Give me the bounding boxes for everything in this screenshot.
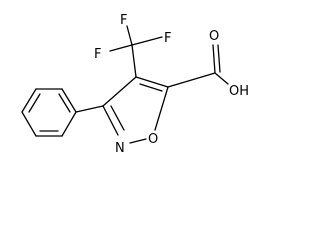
cf-bond xyxy=(126,25,133,46)
ring-bond-c5-o xyxy=(154,86,169,131)
ring-bond-c3-c4 xyxy=(102,76,137,107)
phenyl-bond xyxy=(21,111,37,137)
ring-bond-n-c3 xyxy=(102,105,119,136)
phenyl-bond xyxy=(61,88,77,113)
fluorine-label: F xyxy=(94,47,101,62)
hydroxyl-label: OH xyxy=(229,84,249,99)
carbonyl-oxygen-label: O xyxy=(209,29,219,44)
ring-oxygen-label: O xyxy=(148,132,158,147)
c5-cooh-bond xyxy=(167,72,216,88)
ring-bond-c4-c5-double xyxy=(139,83,163,92)
cf-bond xyxy=(109,44,133,52)
phenyl-bond xyxy=(21,88,37,113)
phenyl-bond xyxy=(61,111,77,137)
chemical-structure-diagram: F F F O OH N O xyxy=(21,13,249,156)
cf-bond xyxy=(131,36,163,46)
fluorine-label: F xyxy=(120,13,127,28)
ring-bond-o-n xyxy=(129,138,147,144)
ring-bond-c4-c5 xyxy=(135,76,169,88)
phenyl-double-bond xyxy=(58,93,71,113)
cf3-group xyxy=(109,25,163,78)
phenyl-ring xyxy=(21,88,77,137)
carbonyl-bond xyxy=(212,44,216,74)
carboxylic-acid-group xyxy=(167,44,229,88)
isoxazole-ring xyxy=(102,76,169,144)
c-oh-bond xyxy=(214,72,229,85)
carbonyl-double-bond xyxy=(217,44,221,73)
fluorine-label: F xyxy=(164,31,171,46)
ring-bond-n-c3-double xyxy=(110,105,125,131)
ring-nitrogen-label: N xyxy=(115,141,125,156)
phenyl-double-bond xyxy=(28,93,41,113)
c4-cf3-bond xyxy=(131,44,137,78)
phenyl-isoxazole-bond xyxy=(75,105,104,113)
